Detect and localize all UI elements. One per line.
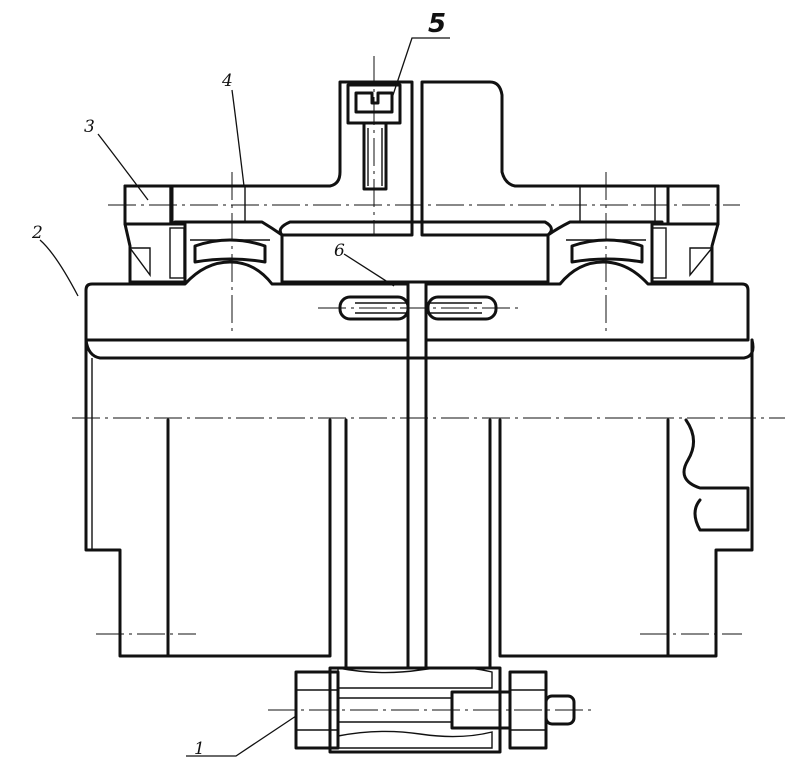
hub-cross-section: [84, 238, 750, 342]
end-cover-right: [650, 184, 720, 284]
screw-plug: [346, 83, 402, 191]
label-screw: 5: [428, 9, 446, 39]
label-sleeve: 4: [221, 71, 233, 91]
center-lines: [72, 56, 785, 711]
label-bolt: 1: [194, 739, 205, 759]
sleeve-cross-section: [123, 80, 720, 284]
label-hub: 2: [31, 223, 43, 243]
hub-body-outline: [84, 338, 755, 670]
label-cover: 3: [84, 117, 95, 137]
leader-lines: [39, 37, 450, 757]
label-spring: 6: [334, 241, 345, 261]
end-cover-left: [123, 184, 187, 284]
